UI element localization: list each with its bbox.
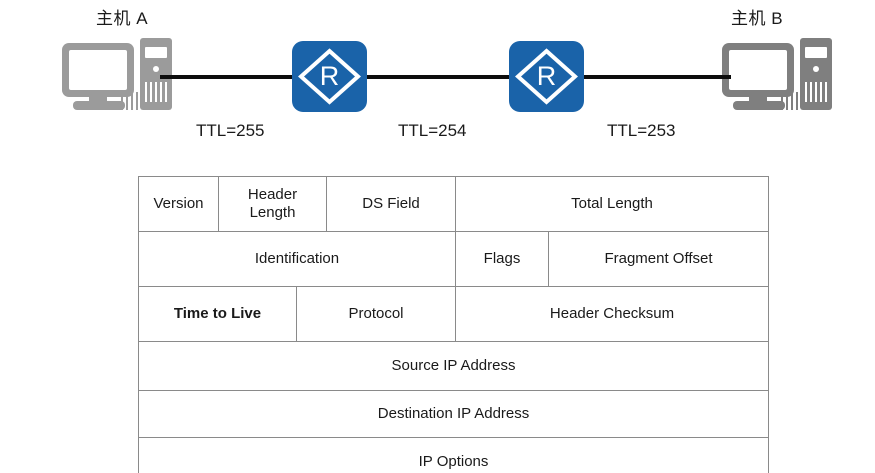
svg-text:R: R xyxy=(320,61,340,91)
tower-drive-slot xyxy=(805,47,827,58)
cell-identification: Identification xyxy=(137,231,457,287)
monitor-screen xyxy=(729,50,787,90)
link-router-1-to-router-2 xyxy=(362,75,510,79)
cell-protocol: Protocol xyxy=(295,286,457,342)
ip-header-diagram: Version Header Length DS Field Total Len… xyxy=(137,176,770,473)
tower-power-dot xyxy=(813,66,819,72)
tower-drive-slot xyxy=(145,47,167,58)
monitor-screen xyxy=(69,50,127,90)
ip-header-row-1: Version Header Length DS Field Total Len… xyxy=(138,176,770,232)
computer-icon-host-a xyxy=(62,38,172,114)
tower-body xyxy=(140,38,172,110)
router-icon-2: R xyxy=(509,41,584,112)
cell-fragment-offset: Fragment Offset xyxy=(548,231,770,287)
cell-header-length-line2: Length xyxy=(249,204,296,221)
host-a-label: 主机 A xyxy=(96,9,149,28)
cell-header-checksum: Header Checksum xyxy=(455,286,770,342)
cell-source-ip-address: Source IP Address xyxy=(137,341,770,391)
link-host-a-to-router-1 xyxy=(160,75,296,79)
router-icon-1: R xyxy=(292,41,367,112)
monitor-bezel xyxy=(722,43,794,97)
monitor-neck xyxy=(89,96,107,102)
cell-destination-ip-address: Destination IP Address xyxy=(137,390,770,438)
tower-power-dot xyxy=(153,66,159,72)
ip-header-row-4: Source IP Address xyxy=(137,341,770,391)
cell-total-length: Total Length xyxy=(455,176,770,232)
tower-vents xyxy=(805,82,827,102)
cell-flags: Flags xyxy=(455,231,550,287)
ttl-label-3: TTL=253 xyxy=(607,121,676,140)
monitor-base xyxy=(73,101,125,110)
cell-ip-options: IP Options xyxy=(137,437,770,473)
ttl-label-1: TTL=255 xyxy=(196,121,265,140)
cell-ds-field: DS Field xyxy=(326,176,457,232)
link-router-2-to-host-b xyxy=(583,75,731,79)
tower-vents xyxy=(145,82,167,102)
ip-header-row-6: IP Options xyxy=(137,437,770,473)
computer-icon-host-b xyxy=(722,38,832,114)
ip-header-row-5: Destination IP Address xyxy=(137,390,770,438)
cell-time-to-live: Time to Live xyxy=(138,286,297,342)
monitor-bezel xyxy=(62,43,134,97)
ip-header-row-2: Identification Flags Fragment Offset xyxy=(137,231,770,287)
monitor-neck xyxy=(749,96,767,102)
host-b-label: 主机 B xyxy=(731,9,784,28)
tower-body xyxy=(800,38,832,110)
ttl-label-2: TTL=254 xyxy=(398,121,467,140)
cell-header-length: Header Length xyxy=(217,176,328,232)
cell-header-length-line1: Header xyxy=(247,186,298,204)
cell-version: Version xyxy=(138,176,219,232)
ip-header-row-3: Time to Live Protocol Header Checksum xyxy=(138,286,770,342)
svg-text:R: R xyxy=(537,61,557,91)
monitor-base xyxy=(733,101,785,110)
